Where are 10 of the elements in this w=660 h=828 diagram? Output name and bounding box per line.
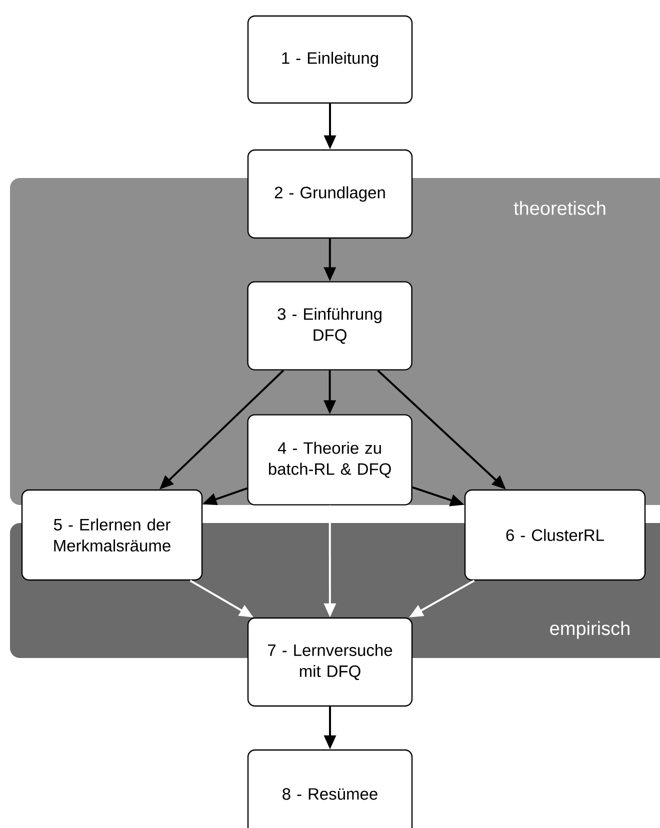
chapter-box: 8 - Resümee xyxy=(247,749,413,828)
chapter-box: 1 - Einleitung xyxy=(247,15,413,104)
chapter-box: 6 - ClusterRL xyxy=(464,489,646,581)
band-label: theoretisch xyxy=(514,201,606,215)
chapter-box: 3 - Einführung DFQ xyxy=(247,281,412,370)
chapter-box: 2 - Grundlagen xyxy=(247,149,413,239)
chapter-box: 5 - Erlernen der Merkmalsräume xyxy=(21,489,203,581)
chapter-box: 4 - Theorie zu batch-RL & DFQ xyxy=(247,414,412,506)
band-label: empirisch xyxy=(550,621,630,639)
chapter-box: 7 - Lernversuche mit DFQ xyxy=(247,617,413,707)
